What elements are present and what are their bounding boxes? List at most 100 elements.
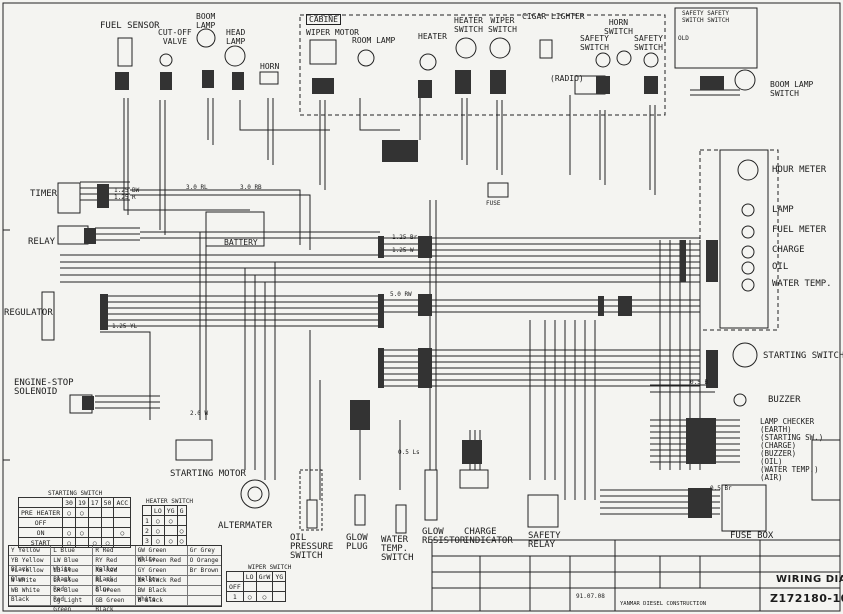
legend-entry: BW Black White <box>135 586 188 603</box>
table-header: 30 <box>62 497 76 508</box>
wire-label: 1.25 W <box>392 247 414 254</box>
water-temp-label: WATER TEMP. <box>772 279 832 289</box>
wire-label: 1.25 YL <box>112 323 138 330</box>
legend-entry: LW Blue White <box>51 556 94 573</box>
glow-plug-box <box>354 494 366 526</box>
safety-switch-detail <box>674 7 758 69</box>
table-row-label: 2 <box>142 525 152 536</box>
wire-label: 2.0 W <box>190 410 209 417</box>
legend-entry: GY Green Yellow <box>135 566 188 583</box>
starting-switch-table-title: STARTING SWITCH <box>48 490 103 497</box>
room-lamp-symbol <box>357 49 375 67</box>
oil-label: OIL <box>772 262 789 272</box>
legend-entry: GW Green White <box>135 546 188 563</box>
table-header: 50 <box>100 497 115 508</box>
legend-entry: Gr Grey <box>187 546 221 556</box>
charge-indicator-box <box>459 469 489 489</box>
legend-entry: Br Brown <box>187 566 221 576</box>
table-row-label: OFF <box>226 581 244 592</box>
room-lamp-label: ROOM LAMP <box>352 36 396 45</box>
boom-lamp-label: BOOM LAMP <box>196 12 216 30</box>
alternator-symbol <box>240 479 270 509</box>
boom-lamp-symbol <box>196 28 216 48</box>
legend-entry <box>187 586 221 596</box>
starting-switch-symbol <box>732 342 758 368</box>
regulator-label: REGULATOR <box>4 308 53 318</box>
wire-label: 1.25 Br <box>392 234 418 241</box>
oil-pressure-switch-box <box>306 499 318 529</box>
lamp-label: LAMP <box>772 205 794 215</box>
glow-resistor-box <box>424 469 438 521</box>
table-header: 17 <box>87 497 102 508</box>
heater-switch-table: LO YG G 1○○ 2○○ 3○○○ <box>142 505 187 546</box>
starting-switch-table: 30 19 17 50 ACC PRE HEATER○○ OFF ON○○○ S… <box>17 497 132 548</box>
legend-entry: R Red <box>93 546 136 556</box>
title-block <box>431 539 841 612</box>
main-bus <box>60 181 740 515</box>
legend-entry: L Blue <box>51 546 94 556</box>
table-row-label: PRE HEATER <box>17 507 64 518</box>
table-row-label: START <box>17 537 64 548</box>
legend-entry: LR Blue Red <box>51 576 94 593</box>
meter-panel <box>719 149 769 329</box>
hour-meter-label: HOUR METER <box>772 165 827 175</box>
wiper-switch-label: WIPER SWITCH <box>488 16 517 34</box>
battery-box <box>205 211 265 247</box>
table-row-label: 1 <box>142 515 152 526</box>
table-row-label: 3 <box>142 535 152 546</box>
safety-switch-2-label: SAFETY SWITCH <box>634 34 663 52</box>
head-lamp-label: HEAD LAMP <box>226 28 246 46</box>
wiper-switch-table-title: WIPER SWITCH <box>248 564 292 571</box>
fuel-sensor-label: FUEL SENSOR <box>100 21 160 31</box>
horn-label: HORN <box>260 62 280 71</box>
regulator-box <box>41 291 55 341</box>
buzzer-label: BUZZER <box>768 395 801 405</box>
radio-label: (RADIO) <box>550 74 584 83</box>
water-temp-switch-box <box>395 504 407 534</box>
legend-entry: LB Blue Black <box>51 566 94 583</box>
boom-lamp-switch-symbol <box>734 69 756 91</box>
legend-entry: Lg Light Green <box>51 596 94 613</box>
wiper-switch-table: LO GrW YG OFF 1○○ <box>226 571 287 602</box>
engine-stop-solenoid-label: ENGINE-STOP SOLENOID <box>14 378 74 397</box>
table-row-label: 1 <box>226 591 244 602</box>
head-lamp-symbol <box>224 45 246 67</box>
wiper-motor-box <box>309 39 337 65</box>
legend-entry: YB Yellow Black <box>9 556 52 573</box>
charge-label: CHARGE <box>772 245 805 255</box>
table-header: YG <box>163 505 178 516</box>
wire-label: 0.5 Br <box>710 485 732 492</box>
old-label: OLD <box>678 35 689 42</box>
starting-switch-label: STARTING SWITCH <box>763 351 843 361</box>
battery-label: BATTERY <box>224 238 258 247</box>
safety-switch-detail-label: SAFETY SAFETY SWITCH SWITCH <box>682 10 729 24</box>
glow-plug-label: GLOW PLUG <box>346 533 368 552</box>
drawing-date: 91.07.08 <box>576 593 605 600</box>
legend-entry: G Green <box>93 586 136 596</box>
charge-indicator-label: CHARGE INDICATOR <box>464 527 513 546</box>
legend-entry: RB Red Black <box>93 566 136 583</box>
table-header: LO <box>242 571 257 582</box>
legend-entry: B Black <box>135 596 188 606</box>
horn-switch-label: HORN SWITCH <box>604 18 633 36</box>
wire-label: 0.5 Ls <box>398 449 420 456</box>
wire-label: 3.0 RB <box>240 184 262 191</box>
table-header: LO <box>150 505 165 516</box>
connectors <box>82 70 724 518</box>
legend-entry: LR Blue Red <box>51 586 94 603</box>
cabine-outline <box>299 14 666 116</box>
legend-entry: BR Black Red <box>135 576 188 586</box>
company-name: YANMAR DIESEL CONSTRUCTION <box>620 601 707 607</box>
safety-relay-box <box>527 494 559 528</box>
alternator-label: ALTERMATER <box>218 521 273 531</box>
cigar-lighter-label: CIGAR LIGHTER <box>522 12 585 21</box>
legend-entry: YL Yellow Blue <box>9 566 52 583</box>
water-temp-switch-label: WATER TEMP. SWITCH <box>381 535 414 563</box>
wire-label: 1.25 R <box>114 194 136 201</box>
fuse-label: FUSE <box>486 200 501 207</box>
heater-switch-label: HEATER SWITCH <box>454 16 483 34</box>
wire-label: 1.25 BW <box>114 187 140 194</box>
timer-box <box>57 182 81 214</box>
